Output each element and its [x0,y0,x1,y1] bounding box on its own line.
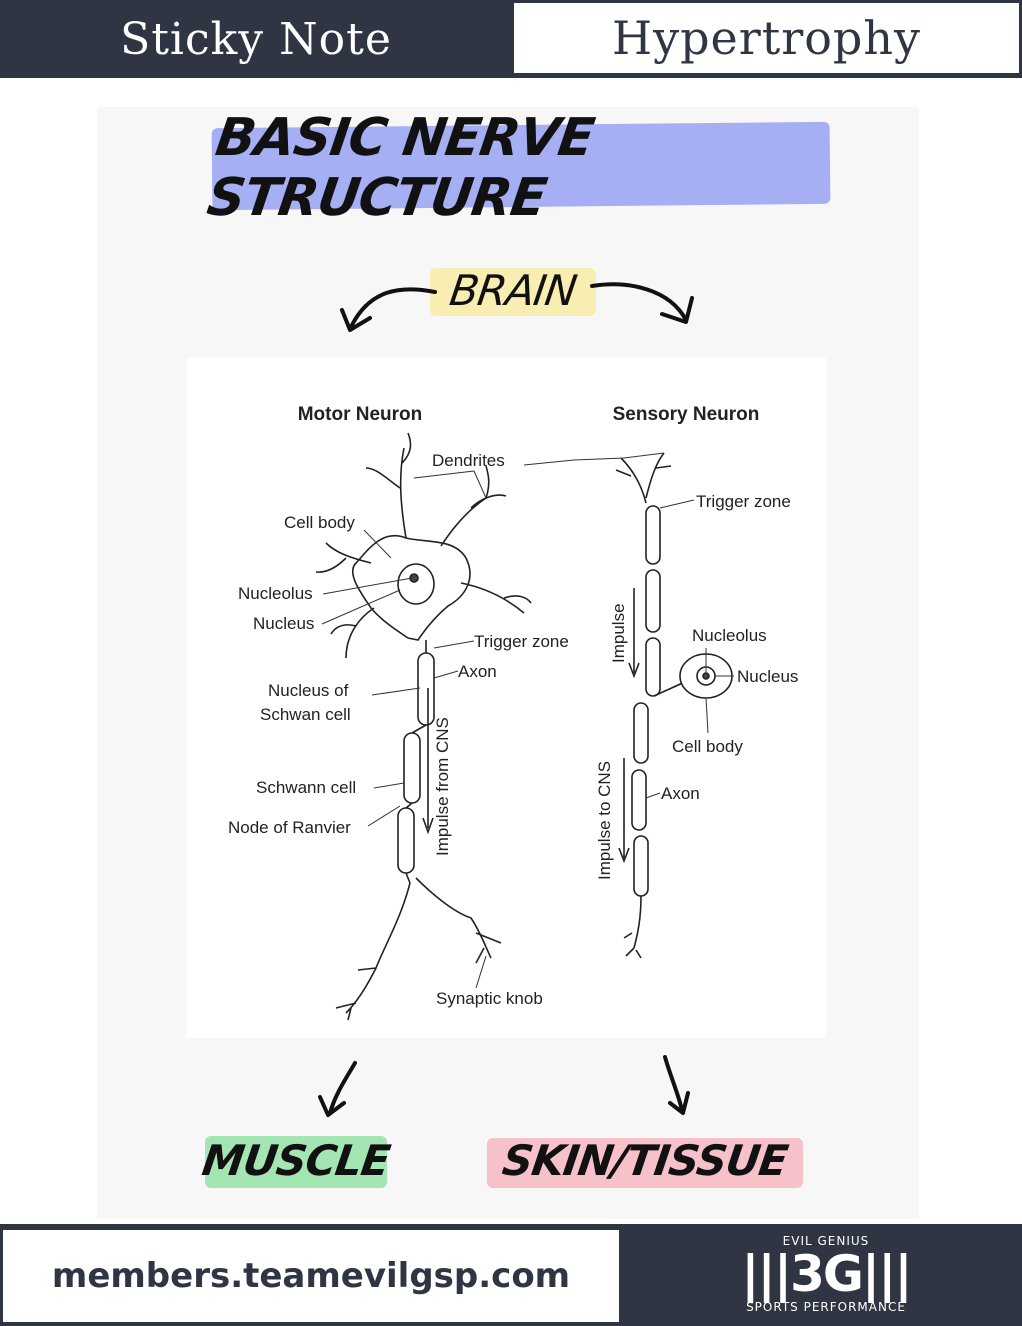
sensory-nucleolus [702,672,710,680]
label-trigger-zone-sensory: Trigger zone [696,492,791,511]
label-synaptic-knob: Synaptic knob [436,989,543,1008]
motor-dendrite-4 [460,582,532,614]
leader-nucleus-of-schwan [371,687,421,696]
motor-axon-segment-1 [417,652,435,726]
arrow-to-muscle [328,1061,357,1115]
leader-dendrites-motor [413,470,487,499]
motor-cell-body [351,535,471,641]
skin-tissue-label: SKIN/TISSUE [499,1135,791,1185]
arrow-to-skin-head [668,1091,690,1115]
sensory-axon-segment-6 [633,835,649,897]
leader-nucleolus-motor [322,577,413,595]
footer-bar: members.teamevilgsp.com EVIL GENIUS |||3… [0,1224,1022,1326]
muscle-highlight [205,1136,387,1188]
label-axon-sensory: Axon [661,784,700,803]
sensory-terminal [623,895,642,959]
sensory-axon-segment-2 [645,569,661,633]
motor-dendrite-1 [365,432,412,539]
neuron-diagram-panel: Motor Neuron Sensory Neuron [186,358,826,1038]
label-nucleus-of-line2: Schwan cell [260,705,351,724]
label-impulse-to-cns: Impulse to CNS [595,761,614,880]
label-nucleus-sensory: Nucleus [737,667,798,686]
footer-url[interactable]: members.teamevilgsp.com [3,1230,619,1322]
arrow-left-curve [350,287,437,327]
label-schwann-cell: Schwann cell [256,778,356,797]
skin-tissue-highlight [487,1138,803,1188]
sensory-axon-segment-5 [631,769,647,831]
leader-schwann-cell [373,782,405,789]
sensory-axon-segment-1 [645,505,661,565]
sensory-axon-segment-4 [633,702,649,764]
leader-lines [321,452,734,989]
motor-neuron-title: Motor Neuron [298,404,423,425]
label-cell-body-motor: Cell body [284,513,355,532]
leader-synaptic-knob [475,955,487,989]
motor-axon-segment-3 [397,807,415,874]
logo-mark: |||3G||| [741,1245,912,1303]
arrow-right-head [660,296,694,324]
label-impulse-from-cns: Impulse from CNS [433,717,452,856]
leader-axon-motor [433,670,459,679]
motor-nucleus [397,563,435,605]
motor-axon-segment-2 [403,732,421,804]
header-bar: Sticky Note Hypertrophy [0,0,1022,78]
label-trigger-zone-motor: Trigger zone [474,632,569,651]
leader-cell-body-motor [363,529,392,559]
neuron-diagram: Motor Neuron Sensory Neuron [228,404,798,1021]
logo-bottom-text: SPORTS PERFORMANCE [746,1300,906,1314]
header-sticky-note-title: Sticky Note [120,13,392,65]
brain-highlight [430,268,596,316]
label-node-of-ranvier: Node of Ranvier [228,818,351,837]
motor-terminal-right [415,877,502,964]
impulse-arrow [628,588,640,679]
arrow-to-muscle-head [318,1095,346,1117]
arrow-to-skin [663,1055,684,1112]
motor-neuron [315,432,532,1021]
brain-arrows [340,282,694,332]
leader-axon-sensory [645,792,661,799]
impulse-to-cns-arrow [618,758,630,864]
page-title: BASIC NERVE STRUCTURE [203,108,598,228]
bottom-arrows [318,1055,690,1117]
label-cell-body-sensory: Cell body [672,737,743,756]
muscle-label: MUSCLE [199,1135,393,1185]
logo-top-text: EVIL GENIUS [782,1234,870,1248]
label-axon-motor: Axon [458,662,497,681]
arrow-left-head [340,308,372,332]
leader-cell-body-sensory [705,697,709,734]
leader-nucleus-motor [321,589,401,625]
motor-dendrite-5 [330,607,375,659]
label-nucleolus-motor: Nucleolus [238,584,313,603]
impulse-from-cns-arrow [422,688,434,835]
label-nucleus-motor: Nucleus [253,614,314,633]
sensory-axon-segment-3 [645,637,661,697]
arrow-right-curve [590,282,688,322]
sensory-neuron [615,452,733,959]
leader-dendrites-sensory [523,452,665,466]
motor-axon-line [405,640,427,884]
header-topic-title: Hypertrophy [514,3,1019,73]
label-impulse: Impulse [609,603,628,663]
sensory-neuron-title: Sensory Neuron [613,404,760,425]
leader-trigger-zone-motor [433,640,475,649]
motor-dendrite-3 [315,542,372,573]
leader-node-ranvier [367,805,401,827]
evil-genius-logo: EVIL GENIUS |||3G||| SPORTS PERFORMANCE [726,1232,926,1322]
motor-terminal-left [335,882,411,1021]
label-nucleolus-sensory: Nucleolus [692,626,767,645]
label-nucleus-of-line1: Nucleus of [268,681,349,700]
leader-trigger-zone-sensory [659,499,695,509]
sensory-dendrites [615,452,672,504]
motor-dendrite-2 [440,465,507,547]
label-dendrites: Dendrites [432,451,505,470]
